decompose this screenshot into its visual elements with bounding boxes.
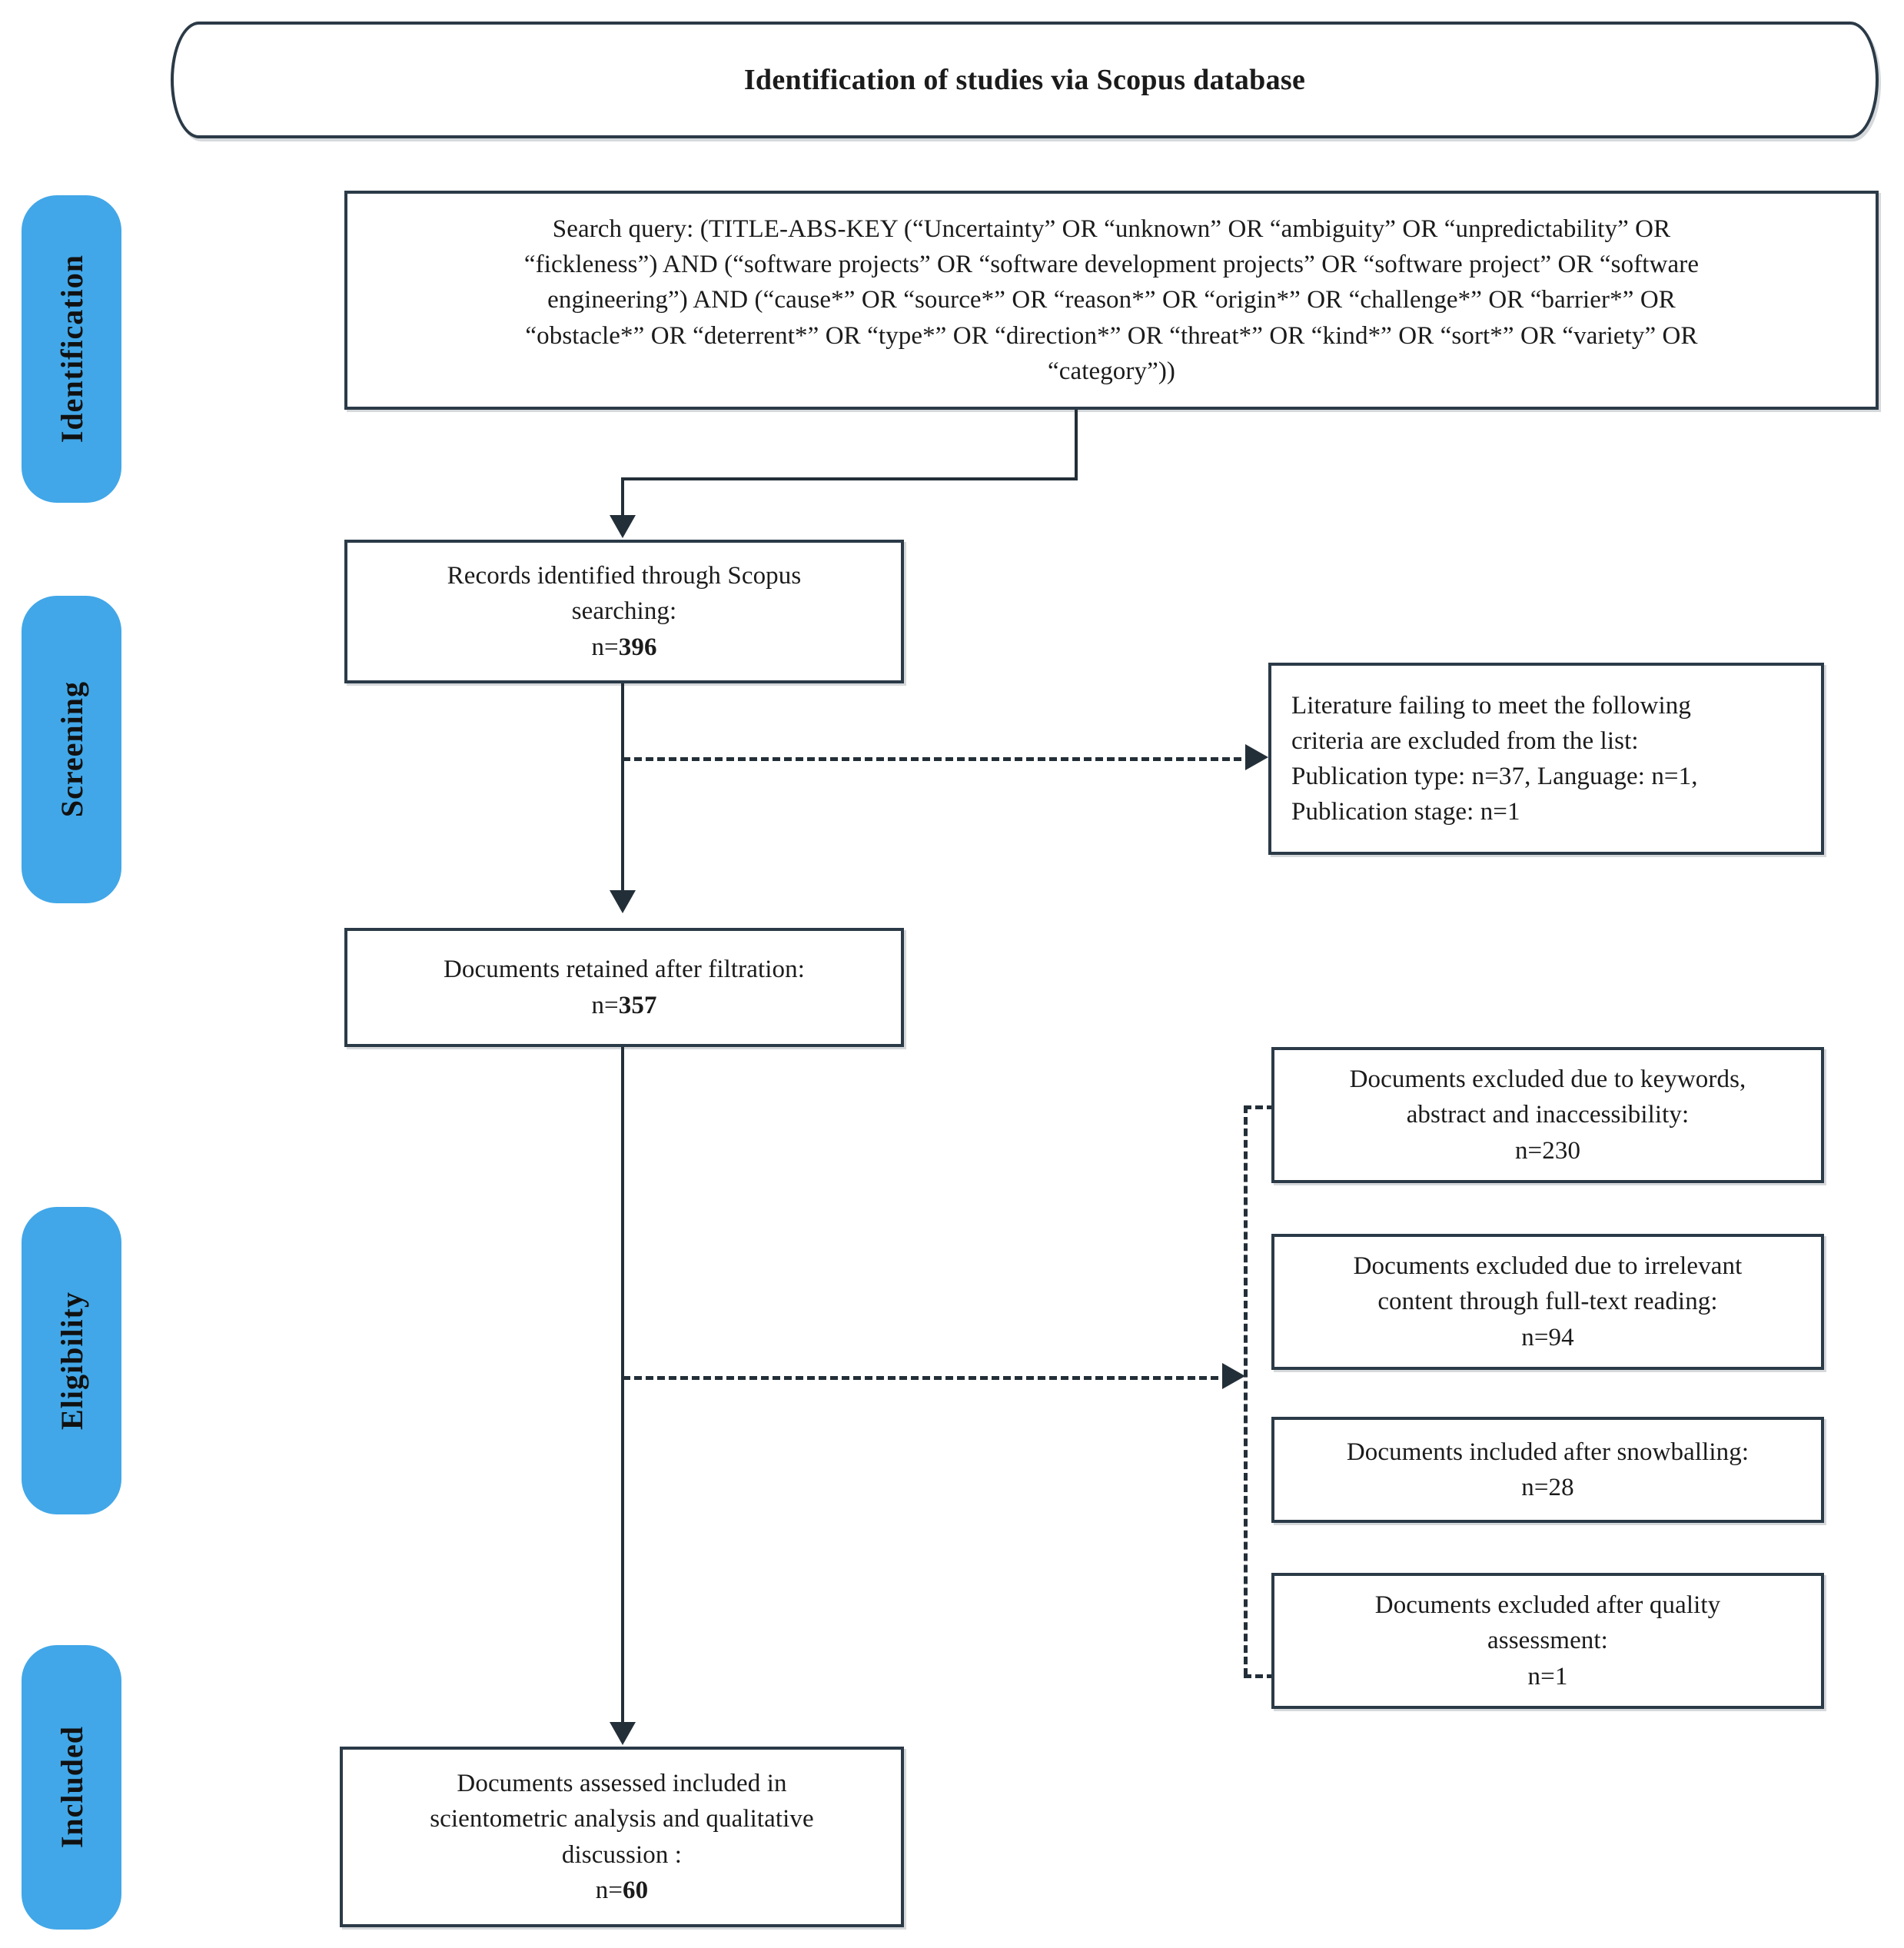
search-query-line-5: “category”)) — [1047, 357, 1176, 385]
records-identified-count-prefix: n= — [591, 633, 619, 661]
stage-label-screening: Screening — [54, 681, 89, 818]
included-snowballing-box: Documents included after snowballing: n=… — [1271, 1417, 1824, 1523]
diagram-header-banner: Identification of studies via Scopus dat… — [171, 22, 1879, 138]
eligibility-bracket-top-stub — [1244, 1105, 1274, 1109]
excluded-quality-line-1: Documents excluded after quality — [1374, 1591, 1721, 1620]
eligibility-bracket-vertical — [1244, 1105, 1248, 1676]
included-snowballing-count: n=28 — [1521, 1474, 1574, 1501]
excluded-keywords-count: n=230 — [1514, 1136, 1581, 1165]
excluded-criteria-box: Literature failing to meet the following… — [1268, 663, 1824, 855]
connector-screening-exclusion-dashed — [623, 757, 1253, 761]
records-identified-count: n=396 — [347, 630, 901, 665]
search-query-line-3: engineering”) AND (“cause*” OR “source*”… — [547, 286, 1676, 314]
records-identified-line-2: searching: — [571, 597, 677, 626]
records-identified-box: Records identified through Scopus search… — [344, 540, 904, 683]
excluded-fulltext-line-2: content through full-text reading: — [1377, 1288, 1718, 1316]
search-query-box: Search query: (TITLE-ABS-KEY (“Uncertain… — [344, 191, 1879, 410]
final-included-count: n=60 — [343, 1873, 901, 1908]
excluded-quality-box: Documents excluded after quality assessm… — [1271, 1573, 1824, 1709]
arrowhead-into-records-box — [610, 515, 636, 538]
connector-query-down-1 — [1075, 410, 1078, 479]
stage-label-included: Included — [54, 1726, 89, 1849]
stage-label-eligibility: Eligibility — [54, 1291, 89, 1430]
excluded-criteria-line-2: criteria are excluded from the list: — [1291, 726, 1639, 755]
arrowhead-into-excluded-criteria-box — [1245, 744, 1268, 770]
stage-pill-included: Included — [22, 1645, 121, 1930]
documents-retained-box: Documents retained after filtration: n=3… — [344, 928, 904, 1047]
excluded-fulltext-count: n=94 — [1521, 1323, 1574, 1351]
final-included-count-value: 60 — [623, 1876, 649, 1904]
search-query-line-1: Search query: (TITLE-ABS-KEY (“Uncertain… — [552, 215, 1671, 244]
excluded-criteria-line-4: Publication stage: n=1 — [1291, 798, 1520, 826]
excluded-keywords-line-1: Documents excluded due to keywords, — [1349, 1065, 1746, 1094]
documents-retained-count: n=357 — [347, 988, 901, 1023]
final-included-box: Documents assessed included in scientome… — [340, 1747, 904, 1927]
connector-records-to-retained — [621, 683, 624, 906]
records-identified-count-value: 396 — [618, 633, 657, 661]
excluded-fulltext-box: Documents excluded due to irrelevant con… — [1271, 1234, 1824, 1370]
arrowhead-into-retained-box — [610, 890, 636, 913]
documents-retained-count-value: 357 — [618, 991, 657, 1019]
final-included-count-prefix: n= — [595, 1876, 623, 1904]
excluded-keywords-line-2: abstract and inaccessibility: — [1406, 1101, 1690, 1129]
connector-eligibility-dashed — [623, 1376, 1230, 1380]
connector-query-horizontal — [621, 477, 1078, 480]
excluded-criteria-line-3: Publication type: n=37, Language: n=1, — [1291, 763, 1698, 790]
excluded-quality-line-2: assessment: — [1487, 1627, 1608, 1655]
search-query-line-2: “fickleness”) AND (“software projects” O… — [523, 251, 1700, 279]
eligibility-bracket-bottom-stub — [1244, 1674, 1274, 1678]
excluded-criteria-line-1: Literature failing to meet the following — [1291, 691, 1691, 720]
arrowhead-into-final-box — [610, 1722, 636, 1745]
stage-pill-identification: Identification — [22, 195, 121, 503]
page-title: Identification of studies via Scopus dat… — [743, 64, 1306, 96]
search-query-line-4: “obstacle*” OR “deterrent*” OR “type*” O… — [525, 321, 1698, 350]
final-included-line-3: discussion : — [561, 1840, 683, 1869]
final-included-line-1: Documents assessed included in — [457, 1770, 787, 1798]
stage-pill-screening: Screening — [22, 596, 121, 903]
excluded-fulltext-line-1: Documents excluded due to irrelevant — [1353, 1252, 1743, 1281]
connector-retained-to-final — [621, 1047, 624, 1739]
documents-retained-line-1: Documents retained after filtration: — [444, 956, 805, 984]
stage-label-identification: Identification — [54, 254, 89, 444]
records-identified-line-1: Records identified through Scopus — [447, 562, 802, 590]
included-snowballing-line-1: Documents included after snowballing: — [1346, 1438, 1749, 1466]
arrowhead-into-eligibility-bracket — [1222, 1363, 1245, 1389]
excluded-quality-count: n=1 — [1527, 1662, 1568, 1690]
documents-retained-count-prefix: n= — [591, 991, 619, 1019]
final-included-line-2: scientometric analysis and qualitative — [430, 1805, 814, 1833]
stage-pill-eligibility: Eligibility — [22, 1207, 121, 1514]
excluded-keywords-box: Documents excluded due to keywords, abst… — [1271, 1047, 1824, 1183]
connector-query-down-2 — [621, 477, 624, 535]
